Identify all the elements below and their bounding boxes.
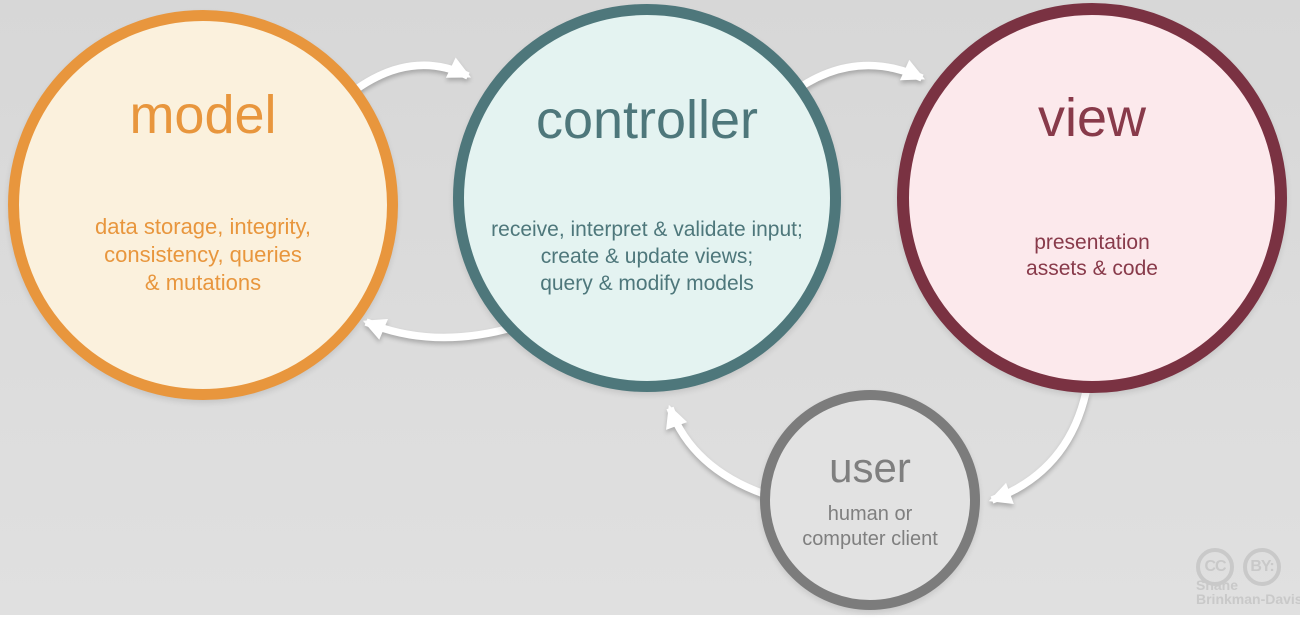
controller-node: controller receive, interpret & validate… xyxy=(453,4,841,392)
model-description-line: & mutations xyxy=(144,270,262,295)
view-description: presentation assets & code xyxy=(909,230,1275,282)
author-name-line1: Shane xyxy=(1196,577,1239,593)
slide-bottom-edge xyxy=(0,615,1300,620)
arrow-model-to-controller xyxy=(343,57,472,100)
model-node: model data storage, integrity, consisten… xyxy=(8,10,398,400)
view-title: view xyxy=(1037,88,1147,148)
user-description: human or computer client xyxy=(770,502,970,552)
controller-description-line: create & update views; xyxy=(540,245,754,268)
controller-title: controller xyxy=(535,90,759,150)
user-description-line: computer client xyxy=(802,528,938,550)
controller-description: receive, interpret & validate input; cre… xyxy=(464,216,830,297)
model-description-line: data storage, integrity, xyxy=(94,214,312,239)
controller-description-line: receive, interpret & validate input; xyxy=(491,218,803,241)
cc-license-icon: CC xyxy=(1196,548,1234,586)
view-description-line: assets & code xyxy=(1026,257,1158,280)
view-node: view presentation assets & code xyxy=(897,3,1287,393)
controller-description-line: query & modify models xyxy=(540,272,754,295)
model-title: model xyxy=(129,85,277,145)
user-title: user xyxy=(829,444,911,491)
model-description-line: consistency, queries xyxy=(104,242,302,267)
user-description-line: human or xyxy=(827,503,913,525)
view-description-line: presentation xyxy=(1034,231,1150,254)
user-node: user human or computer client xyxy=(760,390,980,610)
arrow-view-to-user xyxy=(988,391,1090,504)
arrow-user-to-controller xyxy=(666,404,766,498)
by-license-icon: BY: xyxy=(1243,548,1281,586)
model-description: data storage, integrity, consistency, qu… xyxy=(19,213,387,297)
author-name-line2: Brinkman-Davis xyxy=(1196,591,1300,607)
